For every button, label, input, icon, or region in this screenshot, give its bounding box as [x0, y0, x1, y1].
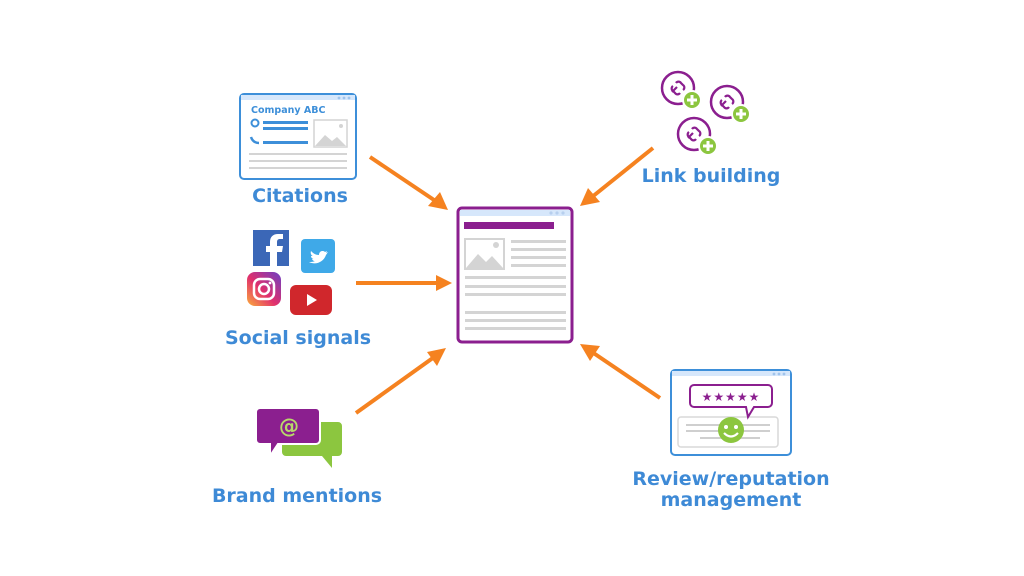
label-review-line1: Review/reputation	[632, 468, 830, 490]
rating-stars: ★★★★★	[702, 390, 761, 404]
arrow-social	[356, 275, 452, 291]
label-social-signals: Social signals	[224, 327, 372, 349]
instagram-icon	[247, 272, 281, 306]
citation-company-name: Company ABC	[251, 105, 325, 116]
arrow-brand	[354, 348, 446, 415]
link-plus-icon	[660, 70, 702, 110]
link-plus-icon	[676, 116, 718, 156]
twitter-icon	[301, 239, 335, 273]
arrow-links	[580, 146, 655, 206]
arrow-citations	[368, 155, 448, 210]
review-window-icon: ★★★★★	[670, 369, 792, 456]
chat-bubbles-icon: @	[255, 407, 342, 468]
citation-card-icon: Company ABC	[239, 93, 357, 180]
center-webpage-icon	[456, 206, 574, 344]
label-link-building: Link building	[641, 165, 781, 187]
label-brand-mentions: Brand mentions	[211, 485, 383, 507]
link-add-icons	[660, 70, 751, 156]
facebook-icon	[253, 230, 289, 266]
youtube-icon	[290, 285, 332, 315]
label-citations: Citations	[252, 185, 348, 207]
at-symbol: @	[279, 414, 299, 438]
arrow-review	[580, 344, 662, 400]
link-plus-icon	[709, 84, 751, 124]
label-review-line2: management	[660, 489, 802, 511]
